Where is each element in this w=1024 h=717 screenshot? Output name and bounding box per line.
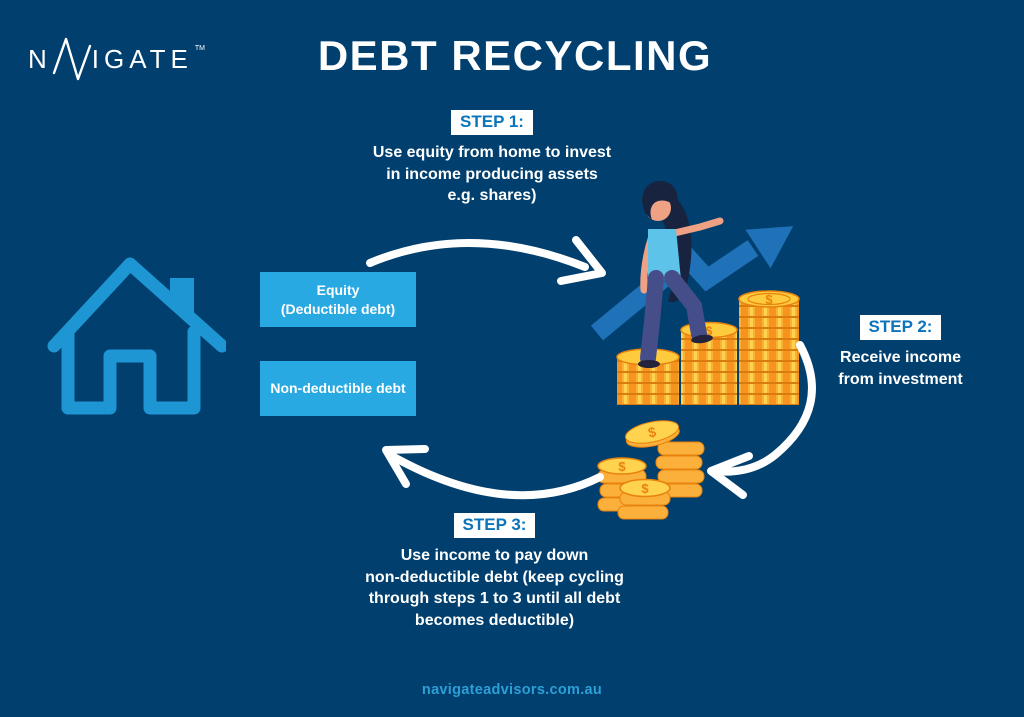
- coin-dollar-symbol: $: [618, 459, 626, 474]
- coin-pile-icon: $ $ $: [597, 420, 705, 520]
- non-deductible-debt-box: Non-deductible debt: [260, 361, 416, 416]
- page-title: DEBT RECYCLING: [317, 32, 713, 79]
- step1-text-line: Use equity from home to invest: [372, 144, 612, 161]
- coin-pile-right-column: [655, 441, 705, 498]
- equity-deductible-debt-box: Equity (Deductible debt): [260, 272, 416, 327]
- brand-logo: N IGATE TM: [28, 28, 205, 81]
- cycle-arrow-right-icon: [707, 341, 816, 499]
- coin-stacks-icon: $ $: [616, 290, 800, 405]
- coin-dollar-symbol: $: [706, 324, 713, 338]
- step2-badge: STEP 2:: [859, 315, 942, 340]
- trademark-symbol: TM: [194, 45, 205, 52]
- person-illustration: [638, 181, 724, 368]
- equity-box-line: Equity: [316, 281, 360, 298]
- brand-logo-prefix: N: [28, 44, 52, 74]
- step1-block: STEP 1: Use equity from home to invest i…: [342, 110, 642, 207]
- step1-text-line: in income producing assets: [386, 165, 598, 183]
- step3-text-line: becomes deductible): [414, 611, 575, 629]
- coin-pile-front-column: $: [617, 478, 671, 520]
- coin-pile-top-coin: $: [625, 420, 680, 448]
- coin-stack-medium: [681, 330, 737, 405]
- non-deductible-box-label: Non-deductible debt: [270, 380, 406, 396]
- step1-badge: STEP 1:: [451, 110, 533, 135]
- brand-logo-av-zigzag-icon: [52, 37, 91, 81]
- coin-dollar-symbol: $: [647, 423, 658, 440]
- step2-text-line: from investment: [838, 370, 963, 388]
- cycle-arrow-top-icon: [366, 236, 606, 285]
- coin-pile-left-column: $: [597, 457, 649, 512]
- step3-text-line: non-deductible debt (keep cycling: [365, 568, 624, 586]
- equity-box-line: (Deductible debt): [280, 300, 396, 317]
- step3-badge: STEP 3:: [453, 513, 536, 538]
- step2-block: STEP 2: Receive income from investment: [828, 315, 973, 390]
- step3-text-line: Use income to pay down: [400, 547, 589, 564]
- website-url: navigateadvisors.com.au: [421, 682, 603, 698]
- step1-text-line: e.g. shares): [447, 187, 537, 204]
- coin-dollar-symbol: $: [765, 292, 773, 307]
- step3-text-line: through steps 1 to 3 until all debt: [368, 590, 621, 607]
- cycle-arrow-bottom-icon: [382, 445, 604, 500]
- step2-text-line: Receive income: [840, 349, 961, 366]
- coin-dollar-symbol: $: [641, 481, 649, 496]
- brand-logo-suffix: IGATE: [91, 44, 193, 74]
- house-icon: [47, 257, 226, 415]
- step3-block: STEP 3: Use income to pay down non-deduc…: [352, 513, 637, 631]
- growth-arrow-icon: [590, 226, 794, 341]
- coin-stack-tall: [739, 299, 799, 405]
